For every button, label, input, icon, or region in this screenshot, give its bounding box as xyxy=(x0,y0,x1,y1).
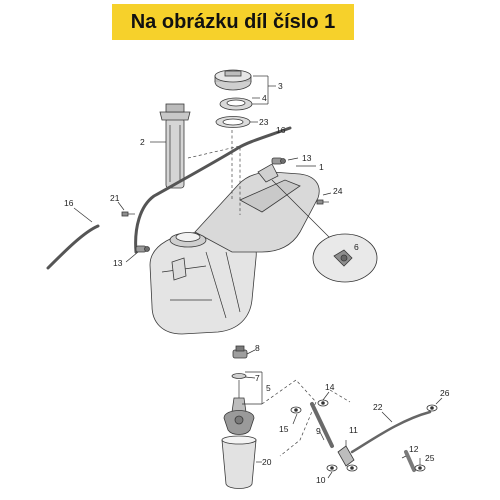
callout-8: 8 xyxy=(255,343,260,353)
clamp-10-right xyxy=(346,464,358,472)
callout-labels: 1 2 3 4 23 16 13 21 24 16 6 13 8 7 5 14 … xyxy=(64,81,450,485)
filter-cup-20 xyxy=(221,435,257,489)
screw-24 xyxy=(316,199,329,205)
clamp-26 xyxy=(426,404,438,412)
callout-24: 24 xyxy=(333,186,343,196)
fuel-tank xyxy=(149,163,320,335)
callout-3: 3 xyxy=(278,81,283,91)
callout-26: 26 xyxy=(440,388,450,398)
callout-11: 11 xyxy=(349,425,358,435)
breather-hose-upper xyxy=(134,126,292,254)
callout-10: 10 xyxy=(316,475,326,485)
callout-14: 14 xyxy=(325,382,335,392)
callout-16-left: 16 xyxy=(64,198,74,208)
callout-20: 20 xyxy=(262,457,272,467)
leader-lines xyxy=(73,75,443,479)
filler-ring xyxy=(219,97,253,111)
callout-9: 9 xyxy=(316,426,321,436)
o-ring-7 xyxy=(231,373,247,379)
filler-gasket xyxy=(215,116,251,128)
callout-4: 4 xyxy=(262,93,267,103)
callout-5: 5 xyxy=(266,383,271,393)
callout-23: 23 xyxy=(259,117,269,127)
clamp-14 xyxy=(317,399,329,407)
callout-1: 1 xyxy=(319,162,324,172)
inline-filter-11 xyxy=(337,445,355,467)
callout-13-lower: 13 xyxy=(113,258,123,268)
callout-7: 7 xyxy=(255,373,260,383)
callout-16-upper: 16 xyxy=(276,125,286,135)
clamp-25 xyxy=(414,464,426,472)
breather-hose-left xyxy=(46,224,100,270)
clamp-10-left xyxy=(326,464,338,472)
detail-callout-6 xyxy=(271,179,378,283)
fuel-tap-top xyxy=(232,345,248,359)
screw-21 xyxy=(121,211,135,217)
clamp-15 xyxy=(290,406,302,414)
callout-13-upper: 13 xyxy=(302,153,312,163)
fuel-tap-body xyxy=(223,380,255,435)
callout-12: 12 xyxy=(409,444,419,454)
callout-25: 25 xyxy=(425,453,435,463)
fuel-pipe-9 xyxy=(310,402,334,448)
title-banner: Na obrázku díl číslo 1 xyxy=(112,4,354,40)
hose-clamp-lower xyxy=(135,245,150,253)
callout-21: 21 xyxy=(110,193,120,203)
pipe-12 xyxy=(404,450,416,472)
callout-2: 2 xyxy=(140,137,145,147)
page-title: Na obrázku díl číslo 1 xyxy=(130,10,336,33)
callout-22: 22 xyxy=(373,402,383,412)
callout-15: 15 xyxy=(279,424,289,434)
callout-6: 6 xyxy=(354,242,359,252)
hose-clamp-upper xyxy=(271,157,286,165)
filler-cap xyxy=(214,69,252,91)
fuel-pump-tube xyxy=(159,103,191,189)
fuel-hose-22 xyxy=(350,410,432,454)
